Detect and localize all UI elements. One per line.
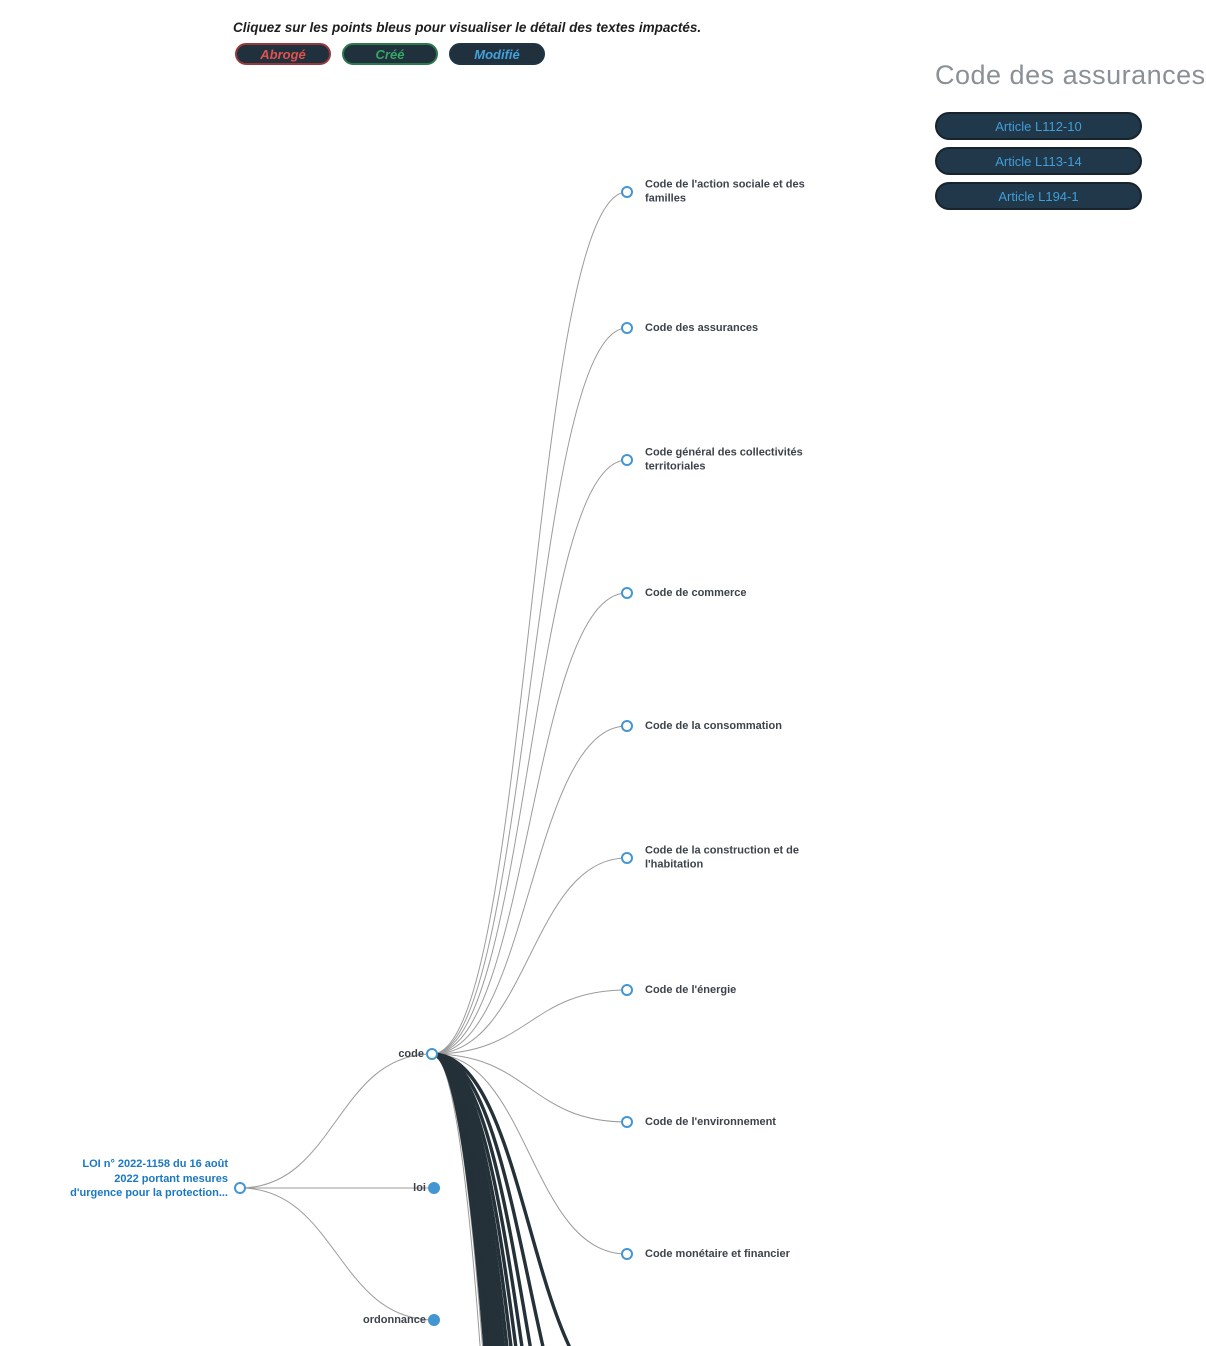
link-offscreen-strand: [431, 1053, 483, 1346]
bundle-edge: [431, 1052, 487, 1346]
link-code-leaf-0: [431, 191, 628, 1055]
panel-title: Code des assurances: [935, 60, 1206, 90]
label-code-construction: Code de la construction et de l'habitati…: [645, 844, 800, 871]
label-code-environnement: Code de l'environnement: [645, 1115, 776, 1128]
tree-links: [239, 191, 628, 1346]
instruction-text: Cliquez sur les points bleus pour visual…: [233, 20, 702, 35]
label-code: code: [398, 1048, 424, 1060]
node-code-energie[interactable]: [621, 984, 633, 996]
status-legend: Abrogé Créé Modifié: [235, 43, 545, 65]
bundle-edge: [431, 1052, 545, 1346]
label-ordonnance: ordonnance: [363, 1314, 426, 1326]
node-code-environnement[interactable]: [621, 1116, 633, 1128]
legend-modifie-pill[interactable]: Modifié: [449, 43, 545, 65]
root-label: LOI n° 2022-1158 du 16 août 2022 portant…: [70, 1158, 228, 1200]
bundle-edge: [431, 1052, 500, 1346]
node-ordonnance[interactable]: [428, 1314, 440, 1326]
link-offscreen-strand: [431, 1053, 481, 1346]
bundle-edge: [431, 1052, 524, 1346]
node-code-action-sociale[interactable]: [621, 186, 633, 198]
label-code-action-sociale: Code de l'action sociale et des familles: [645, 178, 805, 205]
edge-bundle: [431, 1052, 572, 1346]
link-code-leaf-7: [431, 1053, 628, 1123]
bundle-edge: [431, 1052, 532, 1346]
bundle-edge: [431, 1052, 518, 1346]
label-code-assurances: Code des assurances: [645, 321, 759, 334]
label-code-collectivites: Code général des collectivités territori…: [645, 446, 803, 473]
detail-panel: Code des assurances Article L112-10 Arti…: [935, 60, 1206, 217]
link-root-ordonnance: [239, 1187, 435, 1321]
label-code-monetaire: Code monétaire et financier: [645, 1247, 790, 1260]
bundle-edge: [431, 1052, 572, 1346]
node-code-construction[interactable]: [621, 852, 633, 864]
link-code-leaf-8: [431, 1053, 628, 1255]
link-code-leaf-5: [431, 857, 628, 1055]
legend-abroge-pill[interactable]: Abrogé: [235, 43, 331, 65]
link-code-leaf-3: [431, 592, 628, 1055]
label-code-energie: Code de l'énergie: [645, 983, 737, 996]
node-code-consommation[interactable]: [621, 720, 633, 732]
link-code-leaf-4: [431, 725, 628, 1055]
link-root-code: [239, 1053, 433, 1189]
label-loi: loi: [413, 1182, 426, 1194]
node-code-assurances[interactable]: [621, 322, 633, 334]
label-code-commerce: Code de commerce: [645, 586, 747, 599]
label-code-consommation: Code de la consommation: [645, 719, 782, 732]
article-button-l194-1[interactable]: Article L194-1: [935, 182, 1142, 210]
node-code-commerce[interactable]: [621, 587, 633, 599]
node-root[interactable]: [234, 1182, 246, 1194]
node-code-collectivites[interactable]: [621, 454, 633, 466]
legend-cree-pill[interactable]: Créé: [342, 43, 438, 65]
link-code-leaf-1: [431, 327, 628, 1055]
bundle-edge: [431, 1052, 513, 1346]
node-code[interactable]: [426, 1048, 438, 1060]
node-code-monetaire[interactable]: [621, 1248, 633, 1260]
link-code-leaf-2: [431, 459, 628, 1055]
link-code-leaf-6: [431, 989, 628, 1055]
node-loi[interactable]: [428, 1182, 440, 1194]
article-button-l112-10[interactable]: Article L112-10: [935, 112, 1142, 140]
article-button-l113-14[interactable]: Article L113-14: [935, 147, 1142, 175]
